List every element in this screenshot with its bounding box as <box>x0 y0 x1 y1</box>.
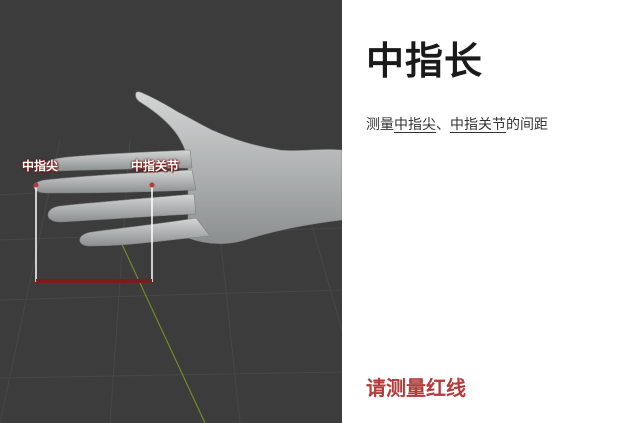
desc-term-tip: 中指尖 <box>394 117 436 133</box>
desc-suffix: 的间距 <box>506 117 548 133</box>
hand-model <box>33 91 342 247</box>
y-axis-line <box>119 239 206 423</box>
measurement-description: 测量中指尖、中指关节的间距 <box>366 114 548 134</box>
tip-label: 中指尖 <box>22 159 59 173</box>
desc-separator: 、 <box>436 117 450 133</box>
3d-viewport[interactable]: 中指尖 中指关节 <box>0 0 342 423</box>
desc-prefix: 测量 <box>366 117 394 133</box>
viewport-scene <box>0 91 342 423</box>
page-title: 中指长 <box>366 39 484 83</box>
measurement-overlay <box>33 182 155 283</box>
measure-line <box>36 279 152 283</box>
joint-marker <box>149 182 155 188</box>
tip-marker <box>33 182 39 188</box>
measure-instruction: 请测量红线 <box>366 376 466 400</box>
joint-label: 中指关节 <box>131 159 180 173</box>
desc-term-joint: 中指关节 <box>450 117 506 133</box>
